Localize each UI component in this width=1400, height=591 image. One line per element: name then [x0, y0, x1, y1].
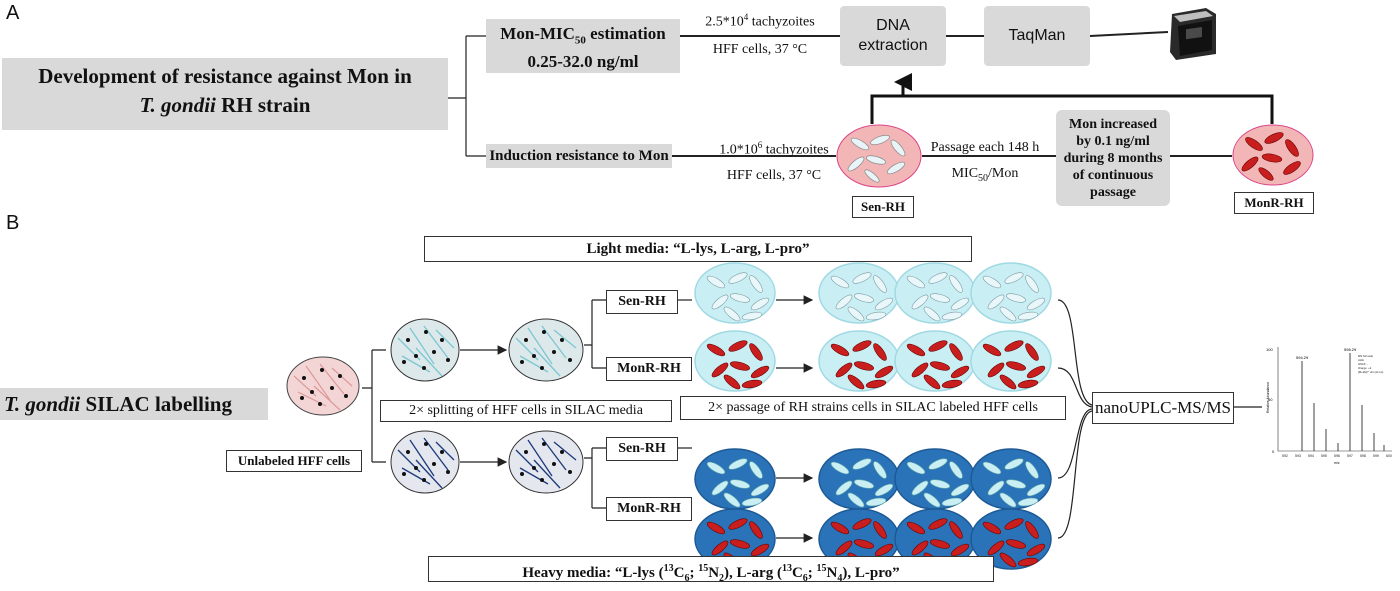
heavy-sen-cell-4: [970, 448, 1052, 510]
spec-peak1-label: 594.29: [1296, 355, 1309, 360]
mic-estimation-box: Mon-MIC50 estimation 0.25-32.0 ng/ml: [486, 19, 680, 73]
hff-light-cell-2: [508, 318, 584, 382]
spec-x-tick: 597: [1347, 454, 1353, 458]
sen-rh-heavy-label: Sen-RH: [606, 437, 678, 461]
spec-x-tick: 599: [1373, 454, 1379, 458]
sen-rh-light-label: Sen-RH: [606, 290, 678, 314]
qpcr-machine-icon: [1170, 8, 1216, 60]
mass-spectrum-image: 100 50 0 Relative Abundance 594.29 598.2…: [1264, 343, 1394, 465]
light-sen-cell-1: [694, 262, 776, 324]
spec-x-tick: 594: [1308, 454, 1314, 458]
spec-annot-4: charge: +2: [1358, 366, 1372, 370]
resistance-title-line2: T. gondii RH strain: [139, 93, 311, 117]
light-sen-cell-4: [970, 262, 1052, 324]
spec-y-label: Relative Abundance: [1266, 382, 1270, 413]
heavy-sen-cell-3: [894, 448, 976, 510]
nanouplc-box: nanoUPLC-MS/MS: [1092, 392, 1234, 424]
spec-x-label: m/z: [1334, 461, 1340, 465]
passage-note: 2× passage of RH strains cells in SILAC …: [680, 396, 1066, 420]
light-monr-cell-3: [894, 330, 976, 392]
resistance-title-line1: Development of resistance against Mon in: [38, 64, 412, 88]
heavy-sen-cell-1: [694, 448, 776, 510]
spec-x-tick: 600: [1386, 454, 1392, 458]
panel-a-label: A: [6, 2, 20, 24]
induction-box: Induction resistance to Mon: [486, 144, 672, 168]
sen-rh-cell-image: [836, 124, 922, 188]
taqman-box: TaqMan: [984, 6, 1090, 66]
resistance-title-box: Development of resistance against Mon in…: [2, 58, 448, 130]
top-tachyzoites: 2.5*104 tachyzoites: [705, 12, 815, 30]
top-conditions: HFF cells, 37 °C: [712, 42, 808, 57]
light-media-box: Light media: “L-lys, L-arg, L-pro”: [424, 236, 972, 262]
hff-heavy-cell-2: [508, 430, 584, 494]
light-monr-cell-2: [818, 330, 900, 392]
passage-text: Passage each 148 h: [930, 140, 1040, 155]
passage-mic: MIC50/Mon: [951, 166, 1019, 184]
unlabeled-hff-cell-image: [286, 356, 360, 416]
monr-rh-cell-image: [1232, 124, 1314, 186]
unlabeled-hff-label: Unlabeled HFF cells: [226, 450, 362, 472]
spec-x-tick: 598: [1360, 454, 1366, 458]
sen-rh-label: Sen-RH: [852, 196, 914, 218]
spec-x-tick: 593: [1295, 454, 1301, 458]
spec-annot-1: MS full scan: [1358, 354, 1374, 358]
mic-range: 0.25-32.0 ng/ml: [527, 52, 639, 72]
mon-increase-box: Mon increased by 0.1 ng/ml during 8 mont…: [1056, 110, 1170, 206]
heavy-sen-cell-2: [818, 448, 900, 510]
monr-rh-heavy-label: MonR-RH: [606, 497, 692, 521]
spec-peak2-label: 598.29: [1344, 347, 1357, 352]
monr-rh-label: MonR-RH: [1234, 192, 1314, 214]
panel-b-label: B: [6, 212, 20, 234]
light-monr-cell-4: [970, 330, 1052, 392]
dna-extraction-box: DNA extraction: [840, 6, 946, 66]
spec-x-tick: 595: [1321, 454, 1327, 458]
spec-y-tick-0: 0: [1272, 449, 1275, 454]
heavy-media-box: Heavy media: “L-lys (13C6; 15N2), L-arg …: [428, 556, 994, 584]
monr-rh-light-label: MonR-RH: [606, 357, 692, 381]
silac-title-box: T. gondii SILAC labelling: [0, 388, 268, 420]
spec-y-tick-100: 100: [1266, 347, 1273, 352]
spec-x-tick: 592: [1282, 454, 1288, 458]
spec-y-tick-50: 50: [1268, 397, 1273, 402]
spec-x-tick: 596: [1334, 454, 1340, 458]
induction-tachyzoites: 1.0*106 tachyzoites: [719, 140, 829, 158]
hff-heavy-cell-1: [390, 430, 460, 494]
light-sen-cell-3: [894, 262, 976, 324]
heavy-monr-cell-4: [970, 508, 1052, 570]
spec-annot-3: HSCF…: [1358, 362, 1369, 366]
light-sen-cell-2: [818, 262, 900, 324]
light-monr-cell-1: [694, 330, 776, 392]
spec-annot-2: Actin: [1358, 358, 1365, 362]
spec-annot-5: [M+2H]²⁺ Δm (Δ ms): [1358, 370, 1383, 374]
splitting-note: 2× splitting of HFF cells in SILAC media: [380, 400, 672, 422]
induction-conditions: HFF cells, 37 °C: [726, 168, 822, 183]
hff-light-cell-1: [390, 318, 460, 382]
